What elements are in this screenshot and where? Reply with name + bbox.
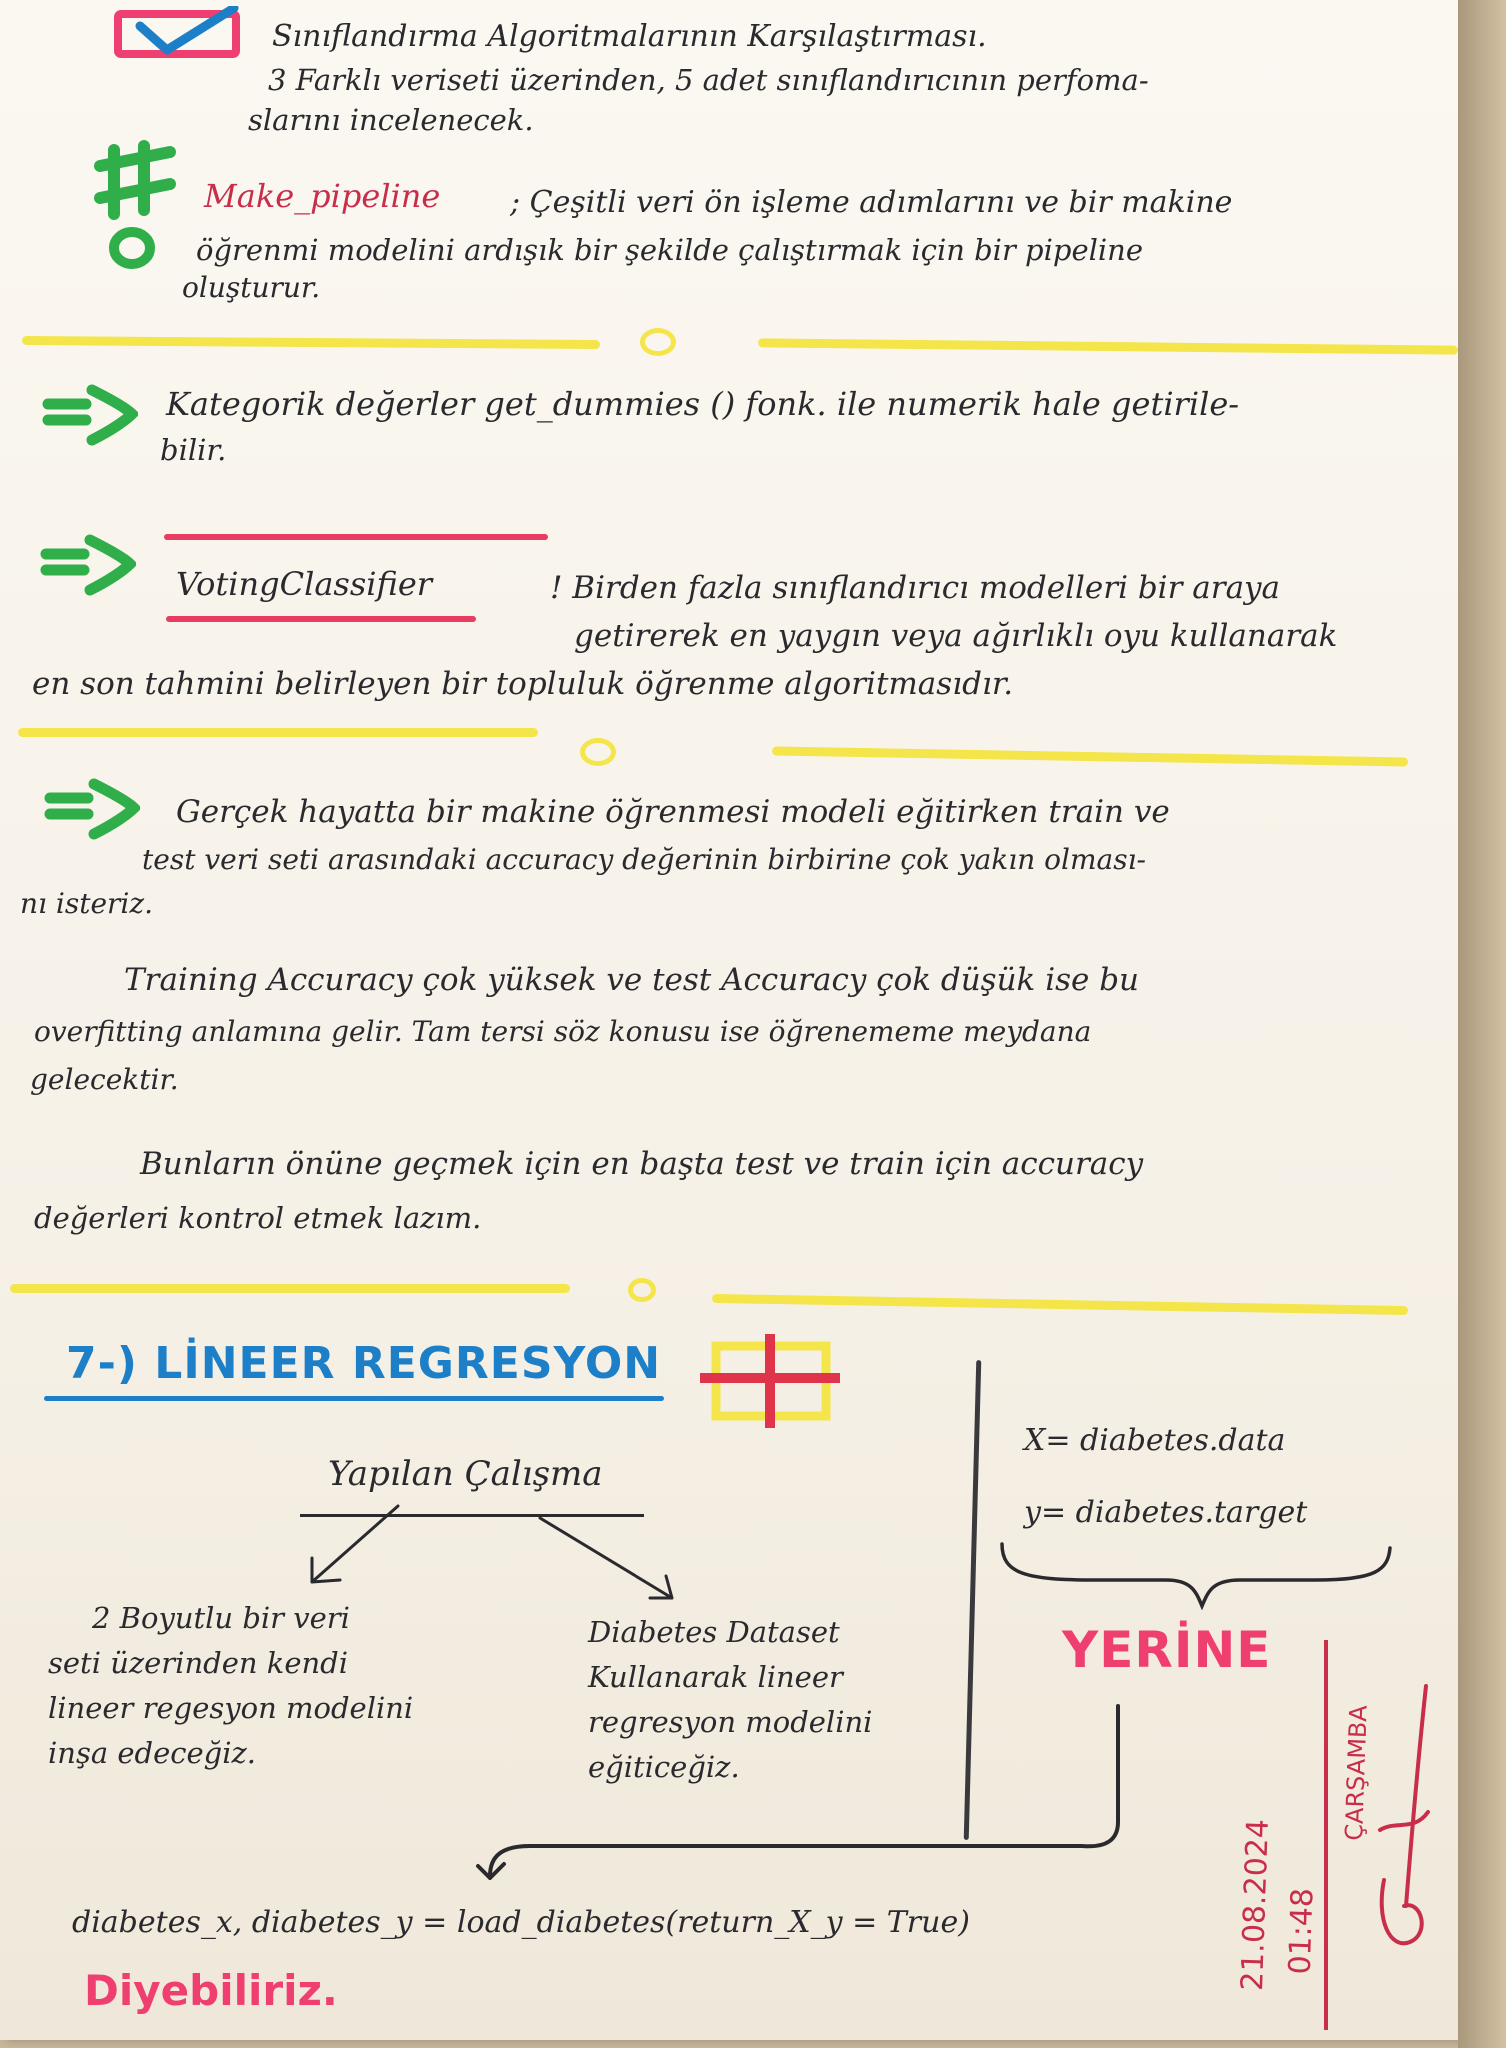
- signature-mark-icon: [1378, 1684, 1430, 1946]
- divider-left: [10, 1284, 570, 1293]
- x-definition: X= diabetes.data: [1024, 1423, 1286, 1458]
- dummies-line1: Kategorik değerler get_dummies () fonk. …: [166, 385, 1240, 423]
- left-branch-line: lineer regesyon modelini: [48, 1690, 414, 1725]
- arrow-bullet-icon: [42, 384, 138, 446]
- instead-label: YERİNE: [1062, 1621, 1272, 1679]
- accuracy-p3-line1: Bunların önüne geçmek için en başta test…: [140, 1146, 1144, 1182]
- right-branch-text: Diabetes Dataset Kullanarak lineer regre…: [588, 1610, 872, 1790]
- branch-arrows-icon: [310, 1504, 674, 1600]
- accuracy-line3: nı isteriz.: [20, 887, 154, 920]
- subheading-underline: [300, 1514, 644, 1517]
- signature-underline: [1324, 1640, 1328, 2030]
- page-edge: [1458, 0, 1506, 2048]
- pipeline-term: Make_pipeline: [204, 177, 441, 215]
- accuracy-p2-line2: overfitting anlamına gelir. Tam tersi sö…: [34, 1015, 1092, 1048]
- divider-knot: [628, 1278, 656, 1302]
- divider-left: [18, 728, 538, 737]
- heading-underline: [44, 1396, 664, 1401]
- code-line: diabetes_x, diabetes_y = load_diabetes(r…: [72, 1905, 970, 1940]
- top-desc-line1: 3 Farklı veriseti üzerinden, 5 adet sını…: [268, 63, 1149, 97]
- section-heading: 7-) LİNEER REGRESYON: [66, 1338, 662, 1389]
- pipeline-line1: ; Çeşitli veri ön işleme adımlarını ve b…: [510, 185, 1233, 220]
- voting-underline-bottom: [166, 616, 476, 622]
- divider-knot: [580, 738, 616, 766]
- voting-line3: en son tahmini belirleyen bir topluluk ö…: [32, 666, 1014, 702]
- subheading: Yapılan Çalışma: [328, 1454, 603, 1494]
- voting-line2: getirerek en yaygın veya ağırlıklı oyu k…: [574, 618, 1338, 654]
- accuracy-p2-line1: Training Accuracy çok yüksek ve test Acc…: [124, 962, 1140, 998]
- pipeline-line3: oluşturur.: [182, 271, 321, 304]
- right-branch-line: regresyon modelini: [588, 1704, 873, 1739]
- curly-brace-icon: [1000, 1542, 1392, 1610]
- dummies-line2: bilir.: [160, 433, 227, 467]
- pipeline-line2: öğrenmi modelini ardışık bir şekilde çal…: [196, 233, 1143, 267]
- signature-time: 01:48: [1282, 1887, 1321, 1976]
- return-arrow-icon: [476, 1704, 1120, 1880]
- accuracy-p2-line3: gelecektir.: [30, 1063, 179, 1096]
- left-branch-text: 2 Boyutlu bir veri seti üzerinden kendi …: [48, 1596, 413, 1776]
- arrow-bullet-icon: [44, 778, 140, 840]
- top-title: Sınıflandırma Algoritmalarının Karşılaşt…: [272, 19, 987, 54]
- left-branch-line: 2 Boyutlu bir veri: [92, 1601, 350, 1635]
- can-write-label: Diyebiliriz.: [84, 1966, 338, 2015]
- right-branch-line: eğiticeğiz.: [588, 1749, 740, 1784]
- signature-block: 21.08.2024 01:48: [1230, 1714, 1333, 1993]
- voting-line1: ! Birden fazla sınıflandırıcı modelleri …: [550, 570, 1281, 606]
- hashtag-warning-icon: [94, 140, 176, 269]
- voting-term: VotingClassifier: [176, 565, 433, 603]
- y-definition: y= diabetes.target: [1024, 1495, 1308, 1530]
- accuracy-p3-line2: değerleri kontrol etmek lazım.: [34, 1201, 482, 1235]
- accuracy-line2: test veri seti arasındaki accuracy değer…: [142, 843, 1147, 876]
- left-branch-line: inşa edeceğiz.: [48, 1735, 256, 1770]
- right-branch-line: Diabetes Dataset: [588, 1615, 840, 1649]
- voting-underline-top: [164, 534, 548, 540]
- top-desc-line2: slarını incelenecek.: [248, 103, 534, 137]
- flag-icon: [700, 1334, 840, 1428]
- divider-knot: [640, 328, 676, 356]
- arrow-bullet-icon: [40, 534, 136, 596]
- left-branch-line: seti üzerinden kendi: [48, 1645, 348, 1680]
- accuracy-line1: Gerçek hayatta bir makine öğrenmesi mode…: [176, 794, 1170, 830]
- checkbox-icon: [114, 6, 240, 58]
- right-branch-line: Kullanarak lineer: [588, 1659, 843, 1694]
- signature-date: 21.08.2024: [1234, 1818, 1276, 1992]
